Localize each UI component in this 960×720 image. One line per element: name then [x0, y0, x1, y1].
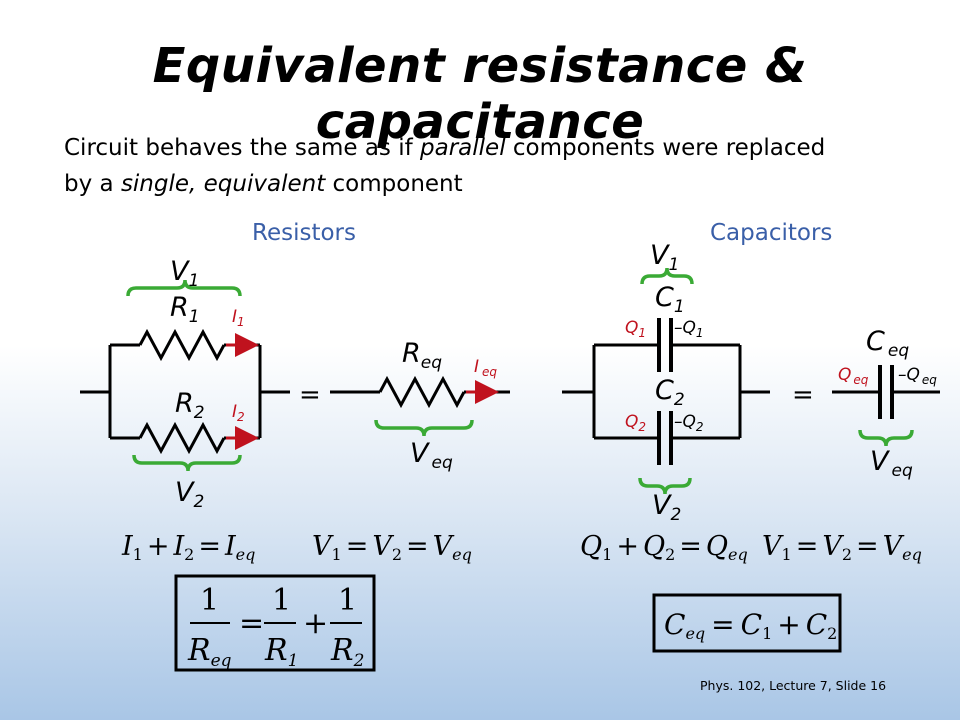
equals-sign-resistors: =: [299, 380, 321, 410]
label-i2: I2: [232, 402, 245, 424]
svg-text:1: 1: [338, 583, 357, 618]
label-r2: R2: [175, 388, 205, 423]
equivalent-capacitor-circuit: [832, 365, 940, 419]
label-r1: R1: [170, 292, 200, 327]
resistor-req: [378, 375, 466, 409]
svg-text:+: +: [303, 606, 328, 641]
label-req: Req: [402, 338, 442, 373]
intro-parallel: parallel: [420, 135, 506, 161]
label-q2: Q2: [625, 412, 646, 434]
slide-title: Equivalent resistance & capacitance: [152, 38, 808, 150]
resistors-heading: Resistors: [252, 220, 356, 246]
label-q1: Q1: [625, 318, 646, 340]
brace-veq-capacitor: [858, 429, 914, 447]
slide-footer: Phys. 102, Lecture 7, Slide 16: [700, 678, 887, 693]
brace-v2-resistor: [132, 454, 242, 472]
label-c2: C2: [655, 375, 685, 410]
equation-voltages-resistors: V1=V2=Veq: [312, 531, 472, 564]
label-v1-resistor: V1: [170, 256, 199, 291]
svg-text:=: =: [239, 606, 264, 641]
resistor-r1: [138, 328, 226, 362]
label-v2-capacitor: V2: [652, 490, 681, 525]
brace-v1-resistor: [126, 279, 242, 297]
label-negq1: –Q1: [674, 318, 704, 340]
svg-text:1: 1: [200, 583, 219, 618]
equation-charges: Q1+Q2=Qeq: [580, 531, 748, 564]
svg-text:1: 1: [272, 583, 291, 618]
resistor-formula-box: 1 Req = 1 R1 + 1 R2: [174, 574, 376, 672]
equation-currents: I1+I2=Ieq: [121, 531, 255, 564]
svg-text:R2: R2: [330, 633, 364, 671]
label-v2-resistor: V2: [175, 477, 204, 512]
intro-text: Circuit behaves the same as if parallel …: [64, 130, 934, 202]
label-negq2: –Q2: [674, 412, 704, 434]
resistor-r2: [138, 421, 226, 455]
label-v1-capacitor: V1: [650, 240, 679, 275]
brace-v1-capacitor: [640, 267, 694, 285]
brace-veq-resistor: [374, 419, 474, 437]
label-c1: C1: [655, 282, 685, 317]
intro-part-6: component: [325, 171, 463, 197]
equals-sign-capacitors: =: [792, 380, 814, 410]
svg-text:R1: R1: [264, 633, 298, 671]
capacitor-formula-box: Ceq=C1+C2: [652, 593, 842, 653]
capacitors-heading: Capacitors: [710, 220, 833, 246]
intro-part-3: components were replaced: [505, 135, 826, 161]
intro-single-equivalent: single, equivalent: [120, 171, 326, 197]
capacitor-parallel-circuit: [562, 318, 770, 465]
equation-voltages-capacitors: V1=V2=Veq: [762, 531, 922, 564]
intro-part-1: Circuit behaves the same as if: [64, 135, 421, 161]
svg-text:Req: Req: [187, 633, 232, 671]
brace-v2-capacitor: [638, 477, 692, 495]
intro-part-4: by a: [64, 171, 121, 197]
svg-text:Ceq=C1+C2: Ceq=C1+C2: [664, 608, 837, 643]
label-i1: I1: [232, 307, 245, 329]
